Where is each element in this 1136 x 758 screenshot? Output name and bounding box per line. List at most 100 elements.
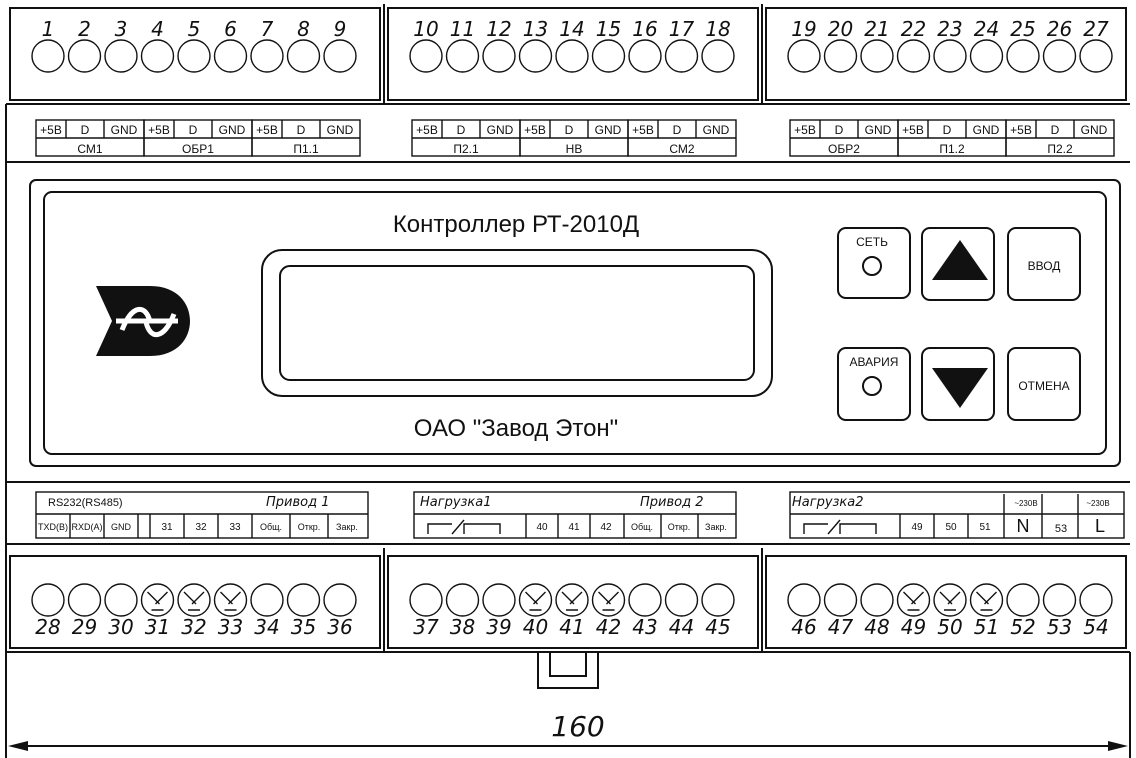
terminal-number-38: 38: [450, 615, 475, 639]
terminal-screw-34: [250, 583, 284, 617]
dimension-arrow-right: [1108, 741, 1128, 751]
top-pin-label: +5В: [416, 123, 438, 137]
terminal-number-39: 39: [486, 615, 511, 639]
terminal-screw-18: [701, 39, 735, 73]
terminal-number-22: 22: [901, 17, 926, 41]
top-terminal-block-2: [387, 7, 759, 101]
terminal-screw-47: [823, 583, 858, 617]
drive1-pin-label: 31: [161, 522, 173, 533]
terminal-number-8: 8: [297, 17, 310, 41]
top-pin-label: D: [835, 123, 844, 137]
down-button[interactable]: [921, 347, 995, 421]
terminal-screw-38: [445, 583, 480, 617]
terminal-number-31: 31: [145, 615, 170, 639]
alarm-indicator-frame: [837, 347, 911, 421]
terminal-number-16: 16: [632, 17, 657, 41]
terminal-number-18: 18: [705, 17, 730, 41]
top-pin-label: GND: [327, 123, 354, 137]
drive2-func-label: Общ.: [631, 522, 653, 532]
terminal-screw-31: [140, 583, 175, 617]
terminal-number-17: 17: [669, 17, 695, 41]
terminal-screw-11: [445, 39, 480, 73]
terminal-number-9: 9: [334, 17, 347, 41]
terminal-screw-45: [701, 583, 735, 617]
top-pin-label: D: [297, 123, 306, 137]
top-pin-label: D: [1051, 123, 1060, 137]
terminal-screw-30: [104, 583, 138, 617]
top-pin-label: GND: [973, 123, 1000, 137]
top-pin-label: +5В: [632, 123, 654, 137]
drive1-pin-label: 32: [195, 522, 207, 533]
top-group-label: НВ: [566, 142, 583, 156]
terminal-number-42: 42: [596, 615, 621, 639]
top-pin-label: D: [673, 123, 682, 137]
lcd-screen: [279, 265, 755, 381]
enter-button[interactable]: [1007, 227, 1081, 301]
terminal-screw-28: [31, 583, 65, 617]
terminal-number-3: 3: [115, 17, 128, 41]
terminal-screw-19: [787, 39, 821, 73]
terminal-number-10: 10: [413, 17, 438, 41]
enter-label: ВВОД: [1028, 259, 1061, 273]
drive1-title: Привод 1: [266, 495, 329, 510]
top-pin-label: D: [565, 123, 574, 137]
top-pin-label: +5В: [902, 123, 924, 137]
rs-pin-label: GND: [111, 522, 132, 532]
drive1-func-label: Откр.: [298, 522, 321, 532]
terminal-screw-36: [323, 583, 357, 617]
terminal-number-24: 24: [974, 17, 999, 41]
terminal-number-5: 5: [188, 17, 201, 41]
relay-contact-icon: [427, 519, 501, 535]
right-pin-label: 49: [911, 522, 923, 533]
bottom-terminal-block-1: [9, 555, 381, 649]
terminal-number-40: 40: [523, 615, 548, 639]
cancel-button[interactable]: [1007, 347, 1081, 421]
terminal-screw-12: [482, 39, 516, 73]
bottom-terminal-block-2: [387, 555, 759, 649]
terminal-number-21: 21: [864, 17, 889, 41]
terminal-number-7: 7: [261, 17, 274, 41]
terminal-screw-50: [933, 583, 967, 617]
terminal-number-52: 52: [1010, 615, 1035, 639]
top-pin-label: +5В: [148, 123, 170, 137]
terminal-screw-26: [1042, 39, 1077, 73]
mains-terminal-label: L: [1095, 516, 1105, 536]
terminal-number-35: 35: [291, 615, 316, 639]
power-label: СЕТЬ: [856, 235, 888, 249]
terminal-mark-41: [561, 591, 583, 611]
terminal-screw-17: [664, 39, 699, 73]
terminal-screw-44: [664, 583, 699, 617]
drive2-pin-label: 41: [568, 522, 580, 533]
top-pin-label: +5В: [794, 123, 816, 137]
terminal-screw-4: [140, 39, 175, 73]
mains-terminal-label: 53: [1055, 523, 1067, 535]
top-pin-label: +5В: [524, 123, 546, 137]
top-terminal-block-3: [765, 7, 1127, 101]
terminal-number-23: 23: [937, 17, 962, 41]
alarm-label: АВАРИЯ: [850, 355, 899, 369]
alarm-led: [862, 376, 882, 396]
terminal-number-19: 19: [791, 17, 816, 41]
terminal-screw-22: [896, 39, 931, 73]
top-group-label: ОБР2: [828, 142, 860, 156]
terminal-number-1: 1: [42, 17, 55, 41]
top-group-label: ОБР1: [182, 142, 214, 156]
terminal-screw-27: [1079, 39, 1113, 73]
terminal-number-13: 13: [523, 17, 548, 41]
top-pin-label: GND: [111, 123, 138, 137]
load2-title: Нагрузка2: [792, 495, 864, 510]
terminal-number-48: 48: [864, 615, 889, 639]
terminal-number-44: 44: [669, 615, 694, 639]
up-button[interactable]: [921, 227, 995, 301]
rs-pin-label: RXD(A): [72, 522, 103, 532]
manufacturer-name: ОАО "Завод Этон": [414, 415, 618, 442]
bottom-terminal-block-3: [765, 555, 1127, 649]
terminal-screw-48: [860, 583, 894, 617]
terminal-screw-49: [896, 583, 931, 617]
din-clip: [537, 651, 599, 689]
terminal-screw-42: [591, 583, 626, 617]
drive1-func-label: Общ.: [260, 522, 282, 532]
top-pin-label: GND: [703, 123, 730, 137]
terminal-number-37: 37: [413, 615, 439, 639]
